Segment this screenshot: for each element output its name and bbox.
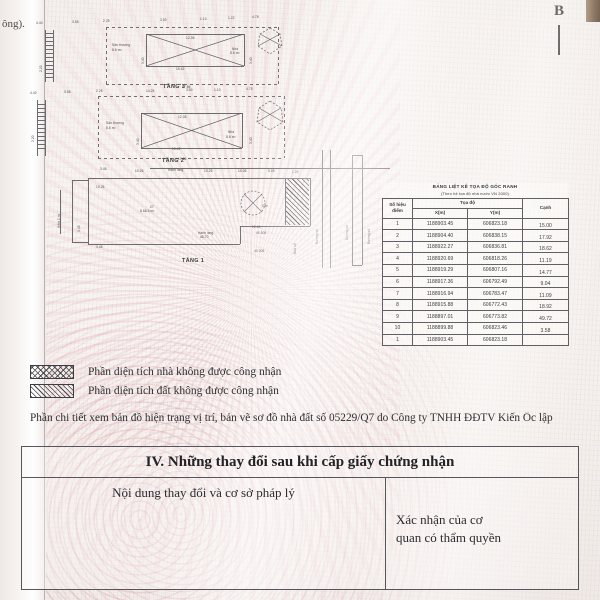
coordinate-table: BẢNG LIỆT KÊ TỌA ĐỘ GÓC RANH (Theo hệ tọ… xyxy=(382,183,569,347)
cell-side-length: 18.92 xyxy=(522,298,569,312)
section-iv-right-header-line2: quan có thẩm quyền xyxy=(396,529,502,545)
detail-reference-note: Phần chi tiết xem bản đồ hiện trạng vị t… xyxy=(30,412,553,424)
cell-x: 1188917.36 xyxy=(412,275,468,289)
corner-marker-rule xyxy=(558,25,560,55)
legend: Phần diện tích nhà không được công nhận … xyxy=(30,362,350,400)
cell-side-length: 17.92 xyxy=(522,229,569,242)
corner-marker-b: B xyxy=(554,4,564,55)
cell-point-id: 1 xyxy=(382,333,413,347)
plan-label-tang-3: TẦNG 3 xyxy=(163,84,186,90)
section-iv-body: Nội dung thay đổi và cơ sở pháp lý Xác n… xyxy=(22,478,578,590)
legend-label-house: Phần diện tích nhà không được công nhận xyxy=(88,365,282,378)
cell-point-id: 5 xyxy=(382,264,413,277)
header-y: Y(m) xyxy=(467,207,523,219)
plan-label-tang-2: TẦNG 2 xyxy=(162,158,185,164)
page-edge-dark-strip xyxy=(586,0,600,22)
cell-y: 606792.49 xyxy=(467,275,523,289)
cell-side-length: 18.62 xyxy=(522,240,569,254)
coordinate-table-header-row-2: X(m) Y(m) xyxy=(383,207,569,219)
section-iv-title: IV. Những thay đổi sau khi cấp giấy chứn… xyxy=(22,447,578,478)
plan-label-tang-1: TẦNG 1 xyxy=(182,258,205,264)
cell-y: 606836.81 xyxy=(467,240,523,254)
cell-y: 606773.82 xyxy=(467,310,523,323)
cell-y: 606783.47 xyxy=(467,287,523,300)
cell-side-length xyxy=(522,333,569,347)
coordinate-table-title: BẢNG LIỆT KÊ TỌA ĐỘ GÓC RANH xyxy=(432,184,518,189)
cell-point-id: 9 xyxy=(382,310,413,323)
cell-x: 1188922.27 xyxy=(412,240,468,254)
cell-side-length: 9.04 xyxy=(522,275,569,289)
legend-swatch-crosshatch-icon xyxy=(30,364,74,379)
section-iv-changes-table: IV. Những thay đổi sau khi cấp giấy chứn… xyxy=(21,446,579,590)
cell-x: 1188903.45 xyxy=(412,217,468,231)
cell-x: 1188919.29 xyxy=(412,264,468,277)
cell-x: 1188904.40 xyxy=(412,229,468,242)
cell-point-id: 8 xyxy=(382,298,413,312)
cell-x: 1188903.45 xyxy=(412,333,468,347)
tang-1-detail-node xyxy=(240,190,266,216)
corner-marker-letter: B xyxy=(553,3,564,19)
cell-side-length: 3.58 xyxy=(522,322,569,335)
cell-y: 606823.18 xyxy=(467,217,523,231)
cell-y: 606807.16 xyxy=(467,264,523,277)
cell-point-id: 7 xyxy=(382,287,413,300)
header-point-line2: điểm xyxy=(392,208,403,214)
clipped-text-fragment: ông). xyxy=(2,18,25,30)
cell-y: 606818.26 xyxy=(467,252,523,266)
cell-side-length: 11.19 xyxy=(522,252,569,266)
cell-point-id: 3 xyxy=(382,240,413,254)
cell-side-length: 11.09 xyxy=(522,287,569,300)
header-x: X(m) xyxy=(412,207,468,219)
tang-3-detail-node xyxy=(257,27,283,55)
header-coords-group: Tọa độ xyxy=(412,197,523,209)
section-iv-right-header-line1: Xác nhận của cơ xyxy=(396,512,483,527)
tang-3-crosshatch xyxy=(146,34,244,66)
cell-y: 606838.15 xyxy=(467,229,523,242)
tang-1-unrecognised-land-hatch xyxy=(285,179,309,225)
cell-x: 1188916.94 xyxy=(412,287,468,300)
coordinate-table-subtitle: (Theo hệ tọa độ nhà nước VN 2000) xyxy=(441,190,509,196)
cell-point-id: 2 xyxy=(382,229,413,242)
cell-y: 606772.43 xyxy=(467,298,523,312)
coordinate-table-header-row-1: Số hiệu điểm Tọa độ Cạnh xyxy=(382,197,569,219)
cell-x: 1188915.88 xyxy=(412,298,468,312)
cell-side-length: 15.00 xyxy=(522,217,569,231)
cell-y: 606823.46 xyxy=(467,322,523,335)
cell-point-id: 4 xyxy=(382,252,413,266)
legend-item-house: Phần diện tích nhà không được công nhận xyxy=(30,362,350,381)
section-iv-left-header: Nội dung thay đổi và cơ sở pháp lý xyxy=(112,485,295,500)
cell-side-length: 49.72 xyxy=(522,310,569,323)
tang-2-crosshatch xyxy=(141,113,242,148)
cell-point-id: 1 xyxy=(382,217,413,231)
legend-swatch-diagonal-hatch-icon xyxy=(30,383,74,398)
cell-side-length: 14.77 xyxy=(522,264,569,277)
legend-item-land: Phần diện tích đất không được công nhận xyxy=(30,381,350,400)
section-iv-right-column: Xác nhận của cơ quan có thẩm quyền xyxy=(386,478,578,590)
header-point-line1: Số hiệu xyxy=(389,202,406,208)
header-point: Số hiệu điểm xyxy=(382,197,413,219)
cell-x: 1188920.69 xyxy=(412,252,468,266)
cell-point-id: 6 xyxy=(382,275,413,289)
cell-y: 606823.18 xyxy=(467,333,523,347)
cell-x: 1188899.88 xyxy=(412,322,468,335)
header-side: Cạnh xyxy=(522,197,569,219)
cell-point-id: 10 xyxy=(382,322,413,335)
tang-2-detail-node xyxy=(256,100,284,131)
section-iv-left-column: Nội dung thay đổi và cơ sở pháp lý xyxy=(22,478,386,590)
cell-x: 1188897.01 xyxy=(412,310,468,323)
legend-label-land: Phần diện tích đất không được công nhận xyxy=(88,384,279,397)
